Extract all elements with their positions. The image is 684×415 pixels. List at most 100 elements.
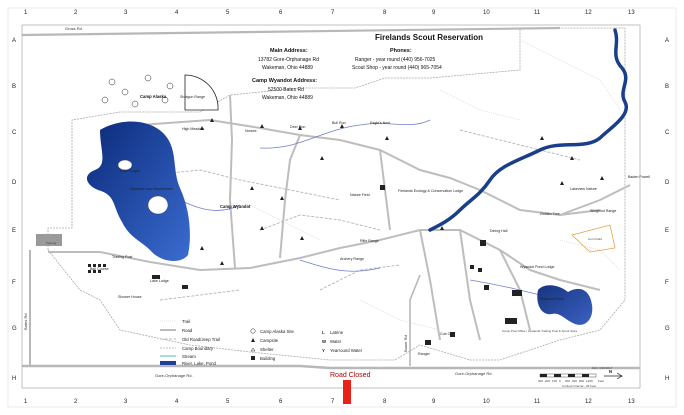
- svg-text:Rifle Range: Rifle Range: [360, 239, 379, 243]
- streams: [179, 119, 541, 296]
- svg-text:Camp Wyandot Address:: Camp Wyandot Address:: [252, 78, 317, 84]
- svg-text:Nature Field: Nature Field: [350, 193, 370, 197]
- svg-text:Trading Post: Trading Post: [112, 255, 132, 259]
- wyandot-address-block: Camp Wyandot Address: 52500 Bates Rd Wak…: [252, 78, 317, 101]
- svg-text:13: 13: [628, 10, 635, 16]
- wyandot-pond: [537, 285, 593, 325]
- svg-text:N: N: [609, 369, 612, 374]
- svg-text:Lakeview Nature: Lakeview Nature: [570, 187, 597, 191]
- lake-island-chapel: [117, 159, 133, 171]
- svg-text:A: A: [12, 38, 16, 44]
- campsite-symbols: [200, 118, 604, 265]
- svg-text:5: 5: [226, 10, 230, 16]
- grid-column-labels-bottom: 1 2 3 4 5 6 7 8 9 10 11 12 13: [24, 399, 635, 405]
- svg-text:Bull Run: Bull Run: [332, 121, 346, 125]
- svg-text:12: 12: [585, 399, 592, 405]
- gore-orphanage-label-left: Gore-Orphanage Rd.: [155, 373, 193, 378]
- svg-text:D: D: [12, 180, 17, 186]
- svg-text:Trail: Trail: [182, 319, 190, 324]
- gross-road: [21, 26, 561, 37]
- gross-road-label: Gross Rd: [65, 26, 82, 31]
- svg-text:F: F: [665, 280, 669, 286]
- map-credit: DAC 3/20/2017: [592, 366, 613, 370]
- svg-text:Latrine: Latrine: [330, 330, 344, 335]
- svg-text:900: 900: [579, 379, 584, 383]
- gore-orphanage-road: [22, 364, 640, 370]
- svg-text:4: 4: [175, 10, 179, 16]
- map-frame: [21, 24, 641, 389]
- svg-text:Shotgun Range: Shotgun Range: [180, 95, 205, 99]
- svg-text:100: 100: [552, 379, 557, 383]
- svg-text:Old Road/Jeep Trail: Old Road/Jeep Trail: [182, 337, 220, 342]
- bauer-road-label: Bauer Rd: [403, 335, 408, 352]
- camp-alaska-sites: [101, 74, 174, 108]
- svg-text:300: 300: [565, 379, 570, 383]
- svg-text:Camp Boundary: Camp Boundary: [182, 346, 214, 351]
- svg-text:Scout Shop - year round (440): Scout Shop - year round (440) 965-7054: [352, 65, 442, 71]
- svg-text:200: 200: [545, 379, 550, 383]
- svg-text:Wyandot Pond: Wyandot Pond: [540, 297, 564, 301]
- svg-text:C: C: [12, 130, 17, 136]
- svg-text:Feet: Feet: [598, 379, 604, 383]
- place-labels: Camp Wyandot High Meadow Norsee Deer Run…: [90, 121, 650, 356]
- svg-text:Lake Lodge: Lake Lodge: [150, 279, 169, 283]
- svg-text:L: L: [322, 330, 325, 335]
- svg-text:300: 300: [538, 379, 543, 383]
- svg-text:Golden Tree: Golden Tree: [540, 212, 560, 216]
- svg-text:3: 3: [124, 10, 128, 16]
- svg-text:Ranger: Ranger: [418, 352, 431, 356]
- svg-text:2: 2: [74, 399, 78, 405]
- svg-text:6: 6: [279, 399, 283, 405]
- svg-text:E: E: [665, 228, 669, 234]
- svg-text:Baden Powell: Baden Powell: [628, 175, 650, 179]
- svg-text:Deer Run: Deer Run: [290, 125, 305, 129]
- map-title: Firelands Scout Reservation: [375, 33, 483, 42]
- svg-text:1: 1: [24, 399, 28, 405]
- svg-text:C: C: [665, 130, 670, 136]
- svg-text:Ranger - year round (440) 956-: Ranger - year round (440) 956-7025: [355, 57, 436, 63]
- svg-text:11: 11: [534, 399, 541, 405]
- svg-text:Archery Range: Archery Range: [340, 257, 364, 261]
- svg-text:High Meadow: High Meadow: [182, 127, 204, 131]
- parking-label: Parking: [46, 241, 57, 245]
- svg-text:Stream: Stream: [182, 354, 196, 359]
- svg-text:6: 6: [279, 10, 283, 16]
- svg-text:11: 11: [534, 10, 541, 16]
- svg-text:G: G: [665, 326, 670, 332]
- camp-boundary: [47, 27, 626, 361]
- svg-text:Ball Course: Ball Course: [90, 267, 109, 271]
- svg-text:Slingshot Range: Slingshot Range: [590, 209, 616, 213]
- svg-text:10: 10: [483, 10, 490, 16]
- svg-text:G: G: [12, 326, 17, 332]
- svg-text:Wakeman, Ohio 44889: Wakeman, Ohio 44889: [262, 95, 313, 101]
- parking-lot: [36, 234, 62, 246]
- svg-text:Camp Alaska Site: Camp Alaska Site: [260, 329, 295, 334]
- lake-wyandot: [86, 121, 190, 262]
- svg-text:Building: Building: [260, 356, 276, 361]
- svg-text:8: 8: [383, 10, 387, 16]
- trails: [239, 39, 621, 331]
- svg-text:2: 2: [74, 10, 78, 16]
- svg-text:7: 7: [331, 10, 335, 16]
- svg-text:5: 5: [226, 399, 230, 405]
- svg-text:Y: Y: [322, 348, 325, 353]
- svg-text:9: 9: [432, 399, 436, 405]
- svg-text:Lake Chapel: Lake Chapel: [120, 169, 140, 173]
- grid-column-labels-top: 1 2 3 4 5 6 7 8 9 10 11 12 13: [24, 10, 635, 16]
- svg-text:F: F: [12, 280, 16, 286]
- svg-text:Water: Water: [330, 339, 342, 344]
- phones-block: Phones: Ranger - year round (440) 956-70…: [352, 48, 442, 71]
- svg-text:600: 600: [572, 379, 577, 383]
- svg-text:Phones:: Phones:: [390, 48, 412, 54]
- svg-text:Eagle's Nest: Eagle's Nest: [370, 121, 390, 125]
- building-symbols: [88, 185, 522, 345]
- gore-orphanage-label-right: Gore-Orphanage Rd: [455, 371, 491, 376]
- svg-text:H: H: [665, 376, 669, 382]
- road-closed-label: Road Closed: [330, 372, 371, 379]
- svg-text:4: 4: [175, 399, 179, 405]
- main-address-block: Main Address: 13782 Gore-Orphanage Rd Wa…: [258, 48, 319, 71]
- svg-text:Shower House: Shower House: [118, 295, 142, 299]
- scale-bar: 300 200 100 0 300 600 900 1200 Feet N Co…: [538, 369, 624, 388]
- svg-text:12: 12: [585, 10, 592, 16]
